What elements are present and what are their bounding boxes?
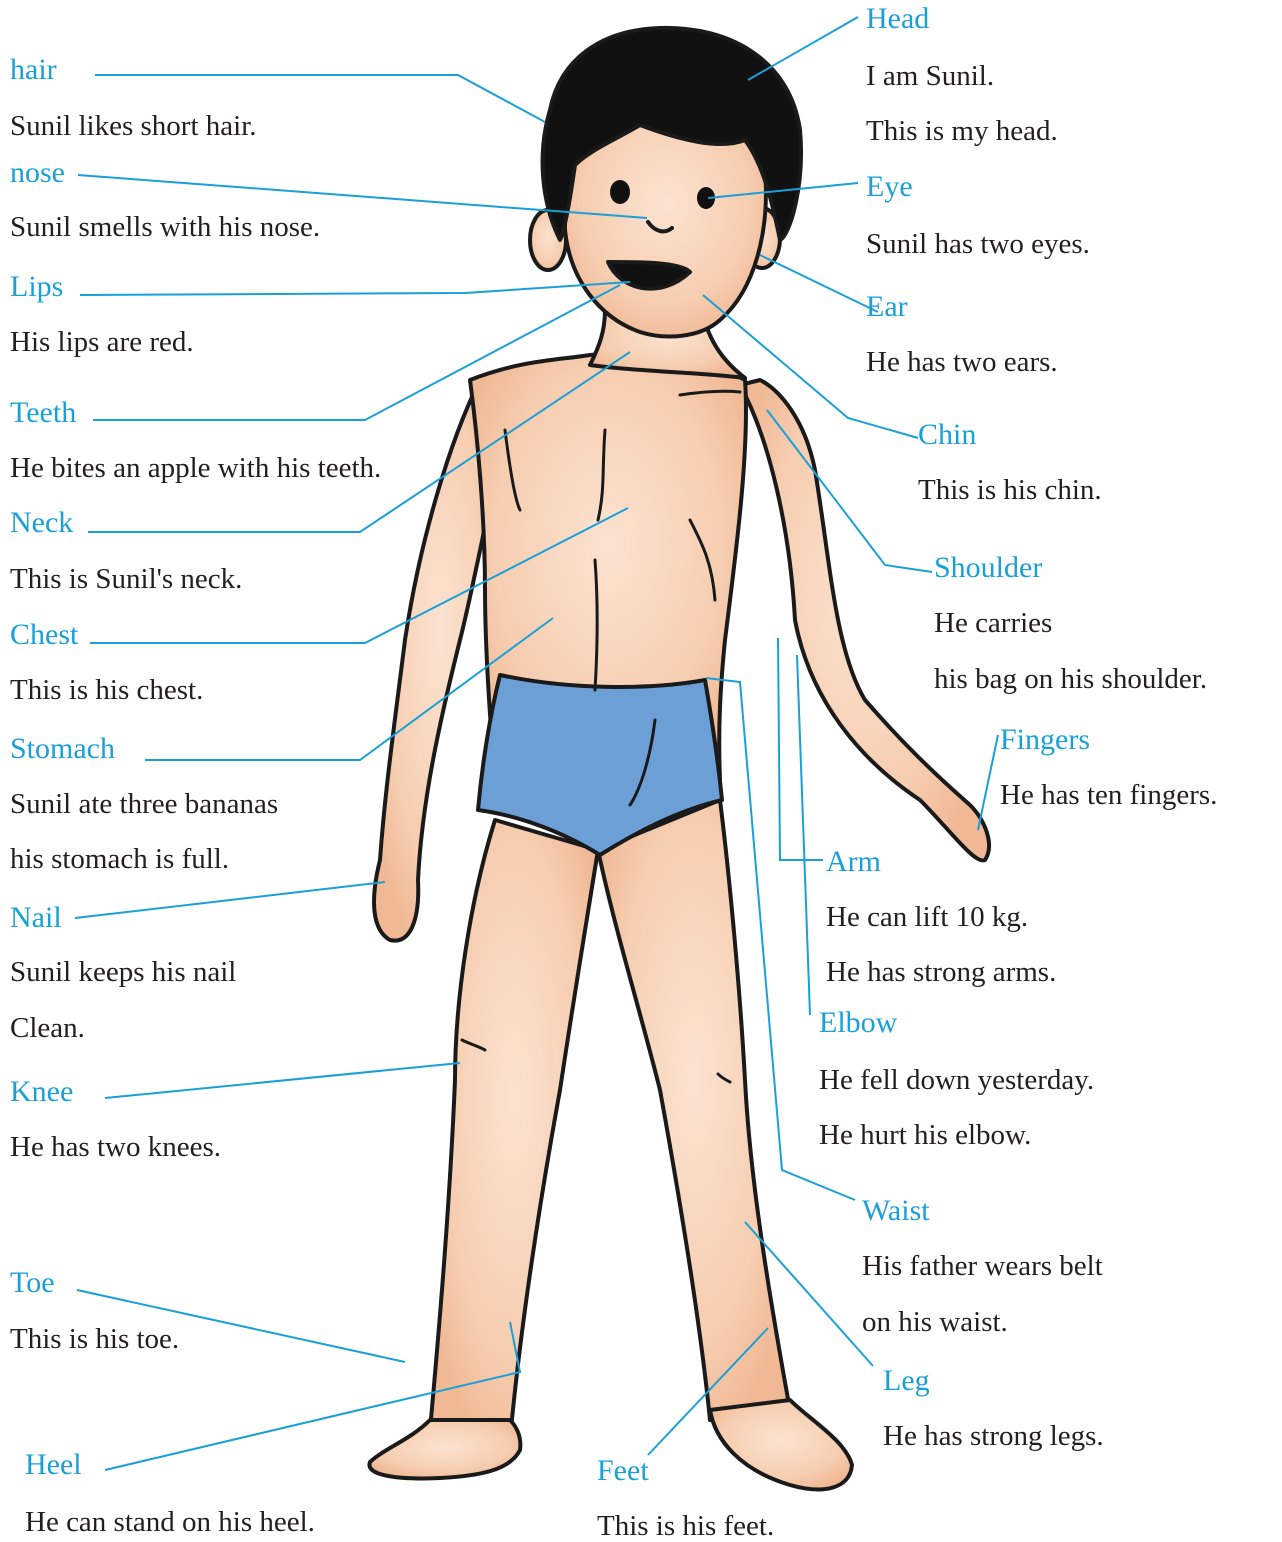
- text-heel: He can stand on his heel.: [25, 1508, 315, 1537]
- text-leg: He has strong legs.: [883, 1422, 1104, 1451]
- leader-fingers: [978, 735, 998, 830]
- text-elbow-1: He fell down yesterday.: [819, 1066, 1094, 1095]
- label-nose: nose: [10, 158, 65, 188]
- leader-leg: [745, 1222, 873, 1366]
- text-lips: His lips are red.: [10, 328, 194, 357]
- text-fingers: He has ten fingers.: [1000, 781, 1217, 810]
- leader-feet: [648, 1328, 768, 1455]
- label-heel: Heel: [25, 1450, 82, 1480]
- leader-ear: [760, 255, 878, 312]
- label-feet: Feet: [597, 1456, 649, 1486]
- text-waist-1: His father wears belt: [862, 1252, 1103, 1281]
- label-eye: Eye: [866, 172, 913, 202]
- leader-eye: [708, 183, 858, 198]
- text-toe: This is his toe.: [10, 1325, 179, 1354]
- label-lips: Lips: [10, 272, 63, 302]
- text-head-1: I am Sunil.: [866, 62, 994, 91]
- text-shoulder-1: He carries: [934, 609, 1052, 638]
- text-ear: He has two ears.: [866, 348, 1058, 377]
- label-waist: Waist: [862, 1196, 930, 1226]
- text-arm-2: He has strong arms.: [826, 958, 1056, 987]
- label-shoulder: Shoulder: [934, 553, 1042, 583]
- label-chin: Chin: [918, 420, 976, 450]
- text-hair: Sunil likes short hair.: [10, 112, 257, 141]
- label-knee: Knee: [10, 1077, 73, 1107]
- leader-elbow: [797, 655, 810, 1015]
- text-neck: This is Sunil's neck.: [10, 565, 242, 594]
- leader-neck: [88, 352, 630, 532]
- leader-stomach: [145, 618, 553, 760]
- leader-knee: [105, 1063, 460, 1098]
- text-chin: This is his chin.: [918, 476, 1102, 505]
- text-stomach-1: Sunil ate three bananas: [10, 790, 278, 819]
- text-knee: He has two knees.: [10, 1133, 221, 1162]
- label-hair: hair: [10, 55, 57, 85]
- text-elbow-2: He hurt his elbow.: [819, 1121, 1031, 1150]
- text-eye: Sunil has two eyes.: [866, 230, 1090, 259]
- label-toe: Toe: [10, 1268, 55, 1298]
- text-shoulder-2: his bag on his shoulder.: [934, 665, 1207, 694]
- label-nail: Nail: [10, 903, 62, 933]
- text-feet: This is his feet.: [597, 1512, 774, 1541]
- label-elbow: Elbow: [819, 1008, 897, 1038]
- text-nose: Sunil smells with his nose.: [10, 213, 320, 242]
- label-leg: Leg: [883, 1366, 930, 1396]
- text-arm-1: He can lift 10 kg.: [826, 903, 1028, 932]
- text-stomach-2: his stomach is full.: [10, 845, 229, 874]
- text-teeth: He bites an apple with his teeth.: [10, 454, 381, 483]
- label-teeth: Teeth: [10, 398, 76, 428]
- label-neck: Neck: [10, 508, 73, 538]
- leader-nail: [75, 882, 385, 918]
- label-stomach: Stomach: [10, 734, 115, 764]
- label-head: Head: [866, 4, 929, 34]
- label-arm: Arm: [826, 847, 881, 877]
- leader-lips: [80, 282, 630, 295]
- text-nail-2: Clean.: [10, 1014, 85, 1043]
- text-chest: This is his chest.: [10, 676, 203, 705]
- text-head-2: This is my head.: [866, 117, 1058, 146]
- label-ear: Ear: [866, 292, 908, 322]
- label-chest: Chest: [10, 620, 78, 650]
- label-fingers: Fingers: [1000, 725, 1090, 755]
- text-waist-2: on his waist.: [862, 1308, 1008, 1337]
- text-nail-1: Sunil keeps his nail: [10, 958, 236, 987]
- leader-head: [748, 17, 858, 80]
